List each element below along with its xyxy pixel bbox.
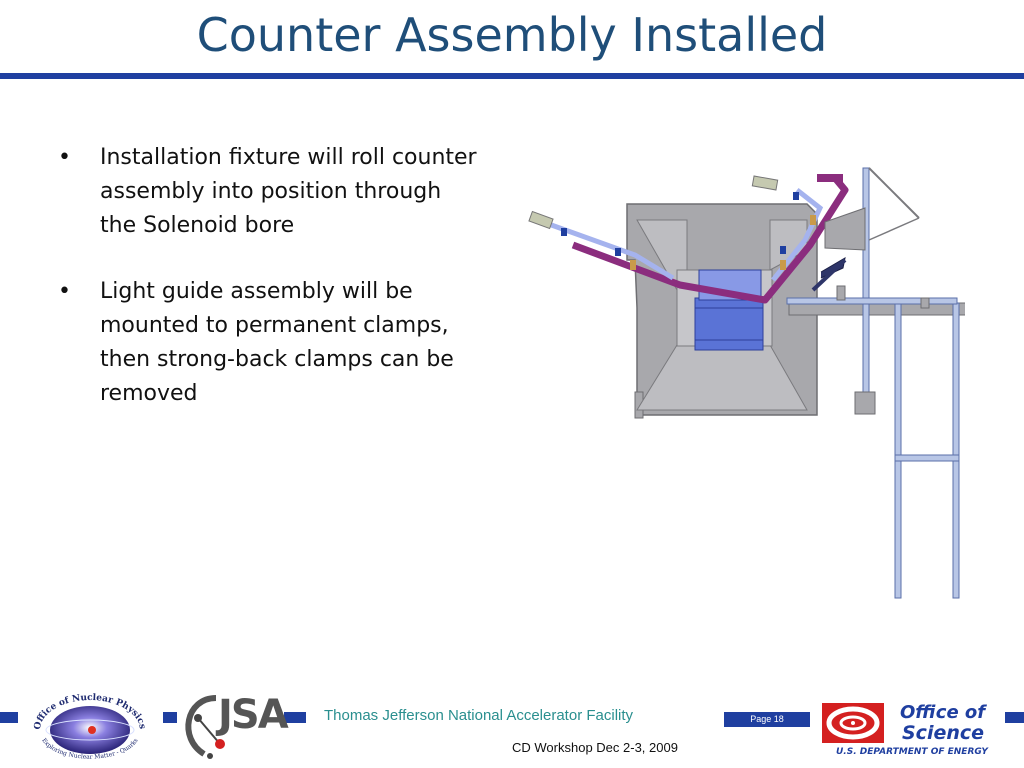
jsa-logo-mark bbox=[185, 695, 225, 759]
support-frame bbox=[786, 167, 965, 599]
office-of-science-line2: Science bbox=[902, 722, 985, 744]
workshop-date: CD Workshop Dec 2-3, 2009 bbox=[512, 740, 678, 755]
bullet-text: Light guide assembly will be mounted to … bbox=[100, 279, 454, 406]
office-of-science-line1: Office of bbox=[900, 702, 986, 723]
footer-accent-bar bbox=[1005, 712, 1024, 723]
page-number: Page 18 bbox=[724, 712, 810, 727]
office-of-nuclear-physics-logo: Office of Nuclear Physics Exploring Nucl… bbox=[26, 688, 147, 761]
bullet-marker: • bbox=[58, 279, 71, 304]
bullet-marker: • bbox=[58, 145, 71, 170]
bullet-list: • Installation fixture will roll counter … bbox=[58, 141, 478, 443]
footer-accent-bar bbox=[163, 712, 177, 723]
footer-accent-bar bbox=[284, 712, 306, 723]
footer-accent-bar bbox=[0, 712, 18, 723]
title-rule bbox=[0, 73, 1024, 79]
counter-blue-module bbox=[694, 269, 764, 351]
facility-name: Thomas Jefferson National Accelerator Fa… bbox=[324, 707, 634, 724]
bullet-item: • Installation fixture will roll counter … bbox=[58, 141, 478, 243]
bullet-text: Installation fixture will roll counter a… bbox=[100, 145, 477, 238]
light-guides bbox=[528, 175, 824, 282]
jsa-logo-text: JSA bbox=[218, 692, 289, 738]
counter-assembly-figure bbox=[528, 167, 965, 599]
office-of-science-logo-mark bbox=[822, 703, 884, 743]
light-guide-strongback bbox=[571, 174, 849, 304]
bullet-item: • Light guide assembly will be mounted to… bbox=[58, 275, 478, 411]
slide-title: Counter Assembly Installed bbox=[196, 8, 828, 62]
office-of-science-line3: U.S. DEPARTMENT OF ENERGY bbox=[836, 747, 988, 757]
